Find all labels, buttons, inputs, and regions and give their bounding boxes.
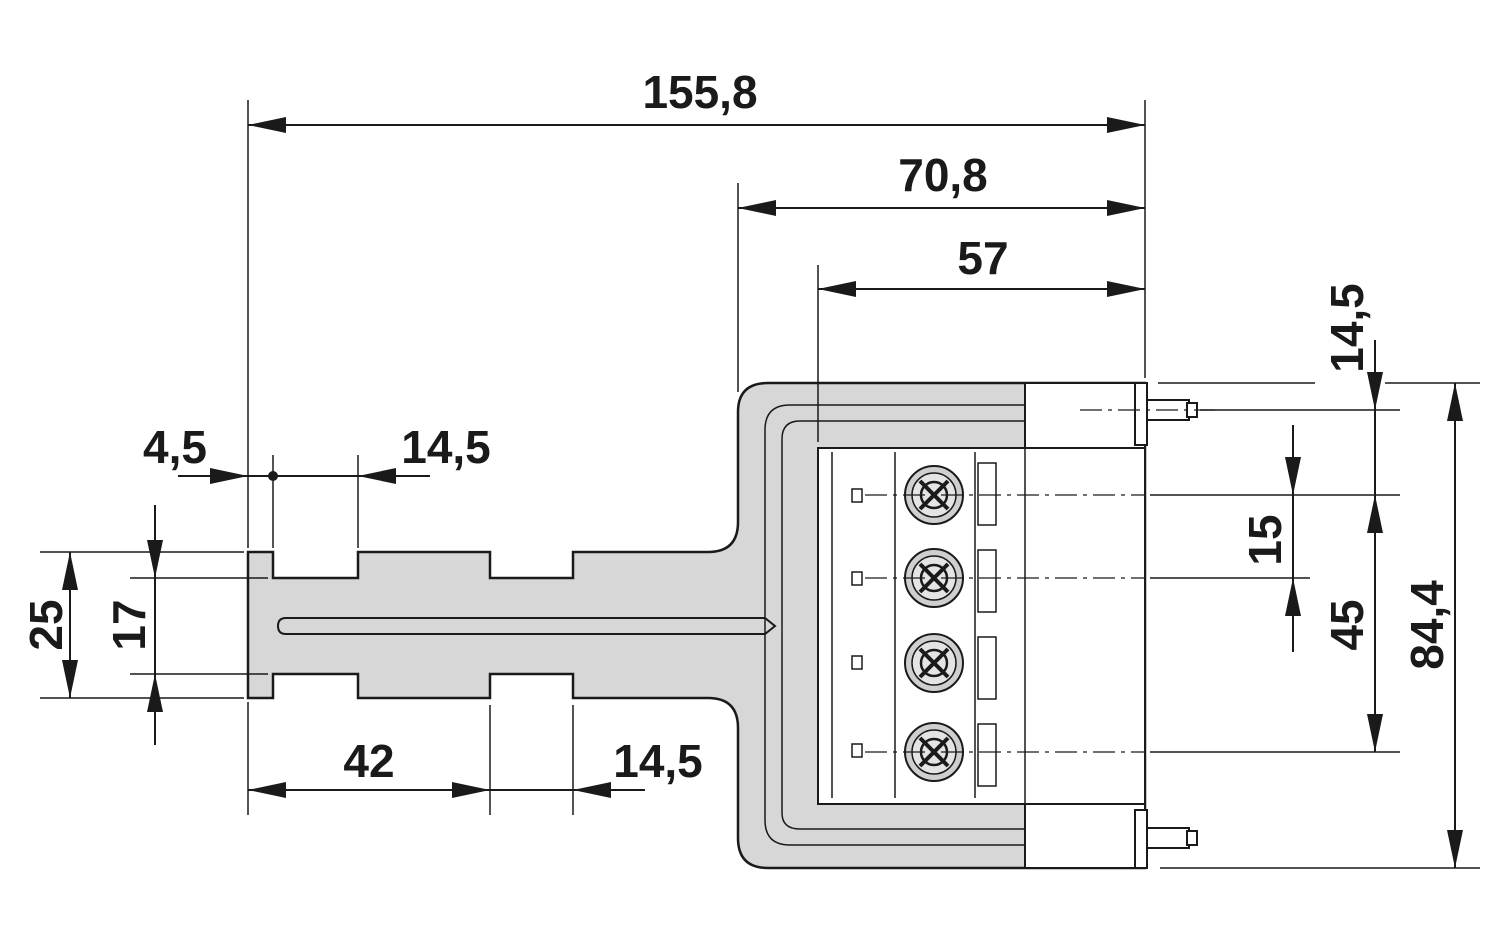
contact-tab <box>977 549 997 613</box>
dimension-labels: 155,8 70,8 57 4,5 14,5 42 14,5 25 17 14,… <box>20 66 1453 787</box>
part-body <box>246 381 1147 870</box>
pin-base-bottom <box>1134 809 1148 869</box>
dim-shaft-inner: 17 <box>103 599 155 650</box>
contact-square <box>851 571 863 586</box>
screw-icon <box>904 633 964 693</box>
dim-terminal-width: 57 <box>957 232 1008 284</box>
contact-square <box>851 743 863 758</box>
terminal-window <box>817 447 1146 805</box>
dim-top-pin: 14,5 <box>1321 283 1373 373</box>
dim-top-notch: 14,5 <box>401 421 491 473</box>
contact-tab <box>977 636 997 700</box>
contact-tab <box>977 723 997 787</box>
contact-tab <box>977 462 997 526</box>
pin-bottom <box>1146 827 1190 849</box>
dim-screw-pitch: 15 <box>1239 514 1291 565</box>
dim-left-offset: 4,5 <box>143 421 207 473</box>
pin-bottom-tip <box>1186 830 1198 846</box>
head-rail-outer <box>764 404 1025 846</box>
contact-square <box>851 655 863 670</box>
dim-shaft-outer: 25 <box>20 599 72 650</box>
shaft-slot <box>276 617 777 635</box>
dimension-lines <box>62 117 1463 868</box>
head-rail-inner <box>781 420 1025 830</box>
extension-lines <box>40 100 1480 869</box>
dim-screw-span: 45 <box>1321 599 1373 650</box>
dim-overall-height: 84,4 <box>1401 580 1453 670</box>
pin-base-top <box>1134 382 1148 446</box>
dim-overall-length: 155,8 <box>642 66 757 118</box>
dim-bottom-notch: 14,5 <box>613 735 703 787</box>
contact-square <box>851 488 863 503</box>
centerlines <box>865 409 1215 753</box>
mounting-pins <box>1134 382 1198 869</box>
dim-right-section: 70,8 <box>898 149 988 201</box>
dim-bottom-length: 42 <box>343 735 394 787</box>
